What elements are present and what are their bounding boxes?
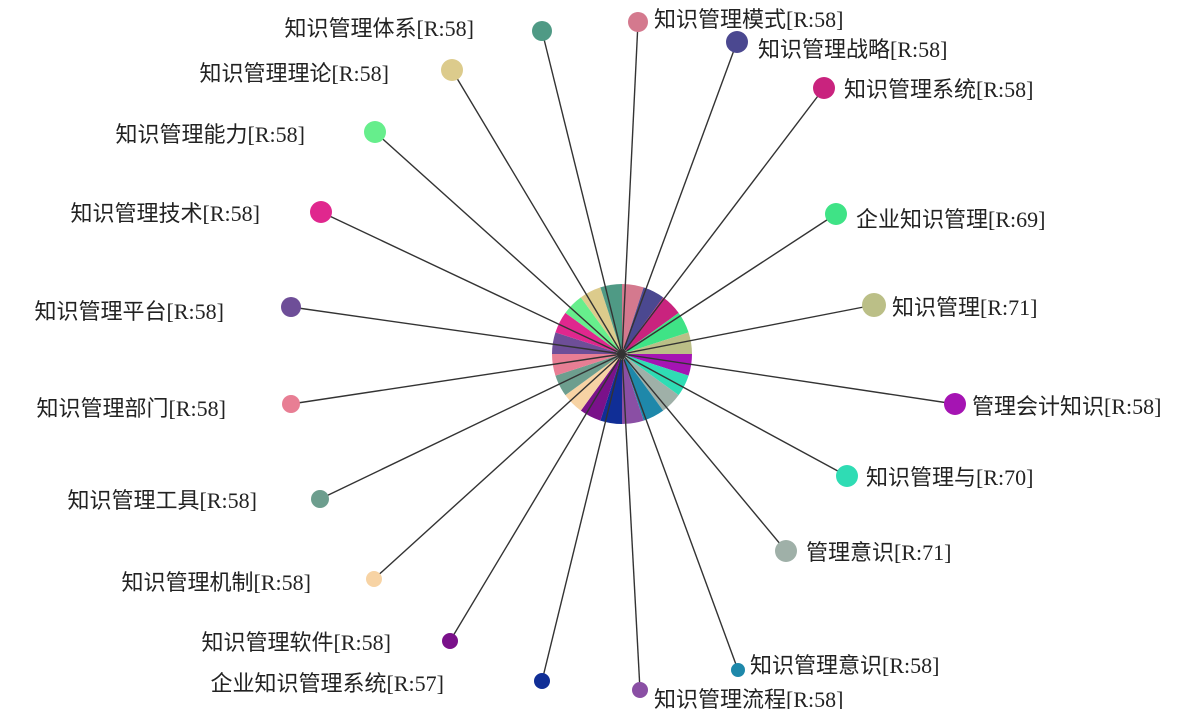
keyword-node-label: 知识管理与[R:70] — [866, 465, 1033, 490]
keyword-node-label: 知识管理部门[R:58] — [37, 396, 226, 421]
keyword-node-label: 知识管理技术[R:58] — [71, 201, 260, 226]
hub-wedge — [622, 354, 644, 424]
keyword-node-dot[interactable] — [731, 663, 745, 677]
keyword-node-dot[interactable] — [944, 393, 966, 415]
hub-wedge — [555, 312, 622, 354]
spoke-line — [449, 353, 623, 642]
hub-wedge — [622, 284, 644, 354]
keyword-node-dot[interactable] — [836, 465, 858, 487]
keyword-node-label: 管理意识[R:71] — [806, 540, 951, 565]
hub-wedge — [555, 354, 622, 396]
keyword-node-dot[interactable] — [310, 201, 332, 223]
spoke-line — [541, 30, 623, 355]
keyword-node-dot[interactable] — [442, 633, 458, 649]
keyword-node-label: 知识管理模式[R:58] — [654, 7, 843, 32]
spoke-line — [621, 21, 639, 355]
spoke-line — [290, 306, 623, 355]
keyword-node-dot[interactable] — [281, 297, 301, 317]
keyword-node-label: 知识管理系统[R:58] — [844, 77, 1033, 102]
keyword-node-dot[interactable] — [534, 673, 550, 689]
spoke-line — [541, 353, 623, 682]
spoke-line — [451, 69, 623, 355]
hub-wedge — [565, 354, 622, 411]
hub-wedge — [552, 332, 622, 354]
keyword-node-dot[interactable] — [441, 59, 463, 81]
keyword-node-dot[interactable] — [726, 31, 748, 53]
keyword-node-dot[interactable] — [532, 21, 552, 41]
keyword-node-label: 知识管理工具[R:58] — [68, 488, 257, 513]
keyword-node-dot[interactable] — [825, 203, 847, 225]
keyword-node-label: 管理会计知识[R:58] — [972, 394, 1161, 419]
spoke-line — [621, 213, 837, 355]
hub-wedge — [622, 354, 679, 411]
keyword-node-dot[interactable] — [628, 12, 648, 32]
keyword-node-dot[interactable] — [813, 77, 835, 99]
keyword-nodes: 知识管理模式[R:58] 知识管理战略[R:58] 知识管理系统[R:58] 企业知识… — [35, 7, 1162, 709]
keyword-node-label: 知识管理软件[R:58] — [202, 630, 391, 655]
hub-wedge — [622, 287, 664, 354]
hub-wedge — [552, 354, 622, 376]
keyword-node-label: 知识管理机制[R:58] — [122, 570, 311, 595]
spoke-line — [320, 211, 623, 355]
hub-wedge — [622, 354, 692, 376]
hub-wedge — [622, 354, 664, 421]
hub-wedge — [600, 354, 622, 424]
spoke-line — [374, 131, 623, 355]
keyword-node-dot[interactable] — [862, 293, 886, 317]
hub-wedge — [565, 297, 622, 354]
keyword-node-dot[interactable] — [632, 682, 648, 698]
spoke-line — [373, 353, 623, 580]
keyword-node-label: 知识管理战略[R:58] — [758, 37, 947, 62]
spoke-line — [621, 87, 825, 355]
spoke-line — [621, 353, 848, 477]
spoke-line — [319, 353, 623, 500]
keyword-node-label: 知识管理体系[R:58] — [285, 16, 474, 41]
keyword-node-dot[interactable] — [282, 395, 300, 413]
spoke-line — [621, 41, 738, 355]
keyword-node-dot[interactable] — [311, 490, 329, 508]
keyword-node-dot[interactable] — [775, 540, 797, 562]
spoke-line — [621, 304, 875, 355]
hub-wedge — [622, 354, 689, 396]
keyword-node-label: 知识管理能力[R:58] — [116, 122, 305, 147]
keyword-node-label: 企业知识管理系统[R:57] — [211, 671, 444, 696]
spoke-line — [621, 353, 956, 405]
keyword-node-label: 知识管理流程[R:58] — [654, 687, 843, 709]
spoke-line — [621, 353, 787, 552]
keyword-node-dot[interactable] — [366, 571, 382, 587]
keyword-node-label: 知识管理[R:71] — [892, 295, 1037, 320]
hub-wedge — [622, 297, 679, 354]
spoke-lines — [290, 21, 956, 691]
keyword-node-label: 知识管理理论[R:58] — [200, 61, 389, 86]
keyword-node-dot[interactable] — [364, 121, 386, 143]
hub-wedge — [600, 284, 622, 354]
keyword-node-label: 知识管理意识[R:58] — [750, 653, 939, 678]
spoke-line — [621, 353, 641, 691]
hub-wedge — [622, 332, 692, 354]
keyword-node-label: 知识管理平台[R:58] — [35, 299, 224, 324]
keyword-node-label: 企业知识管理[R:69] — [856, 207, 1045, 232]
spoke-line — [621, 353, 739, 671]
spoke-line — [290, 353, 623, 405]
